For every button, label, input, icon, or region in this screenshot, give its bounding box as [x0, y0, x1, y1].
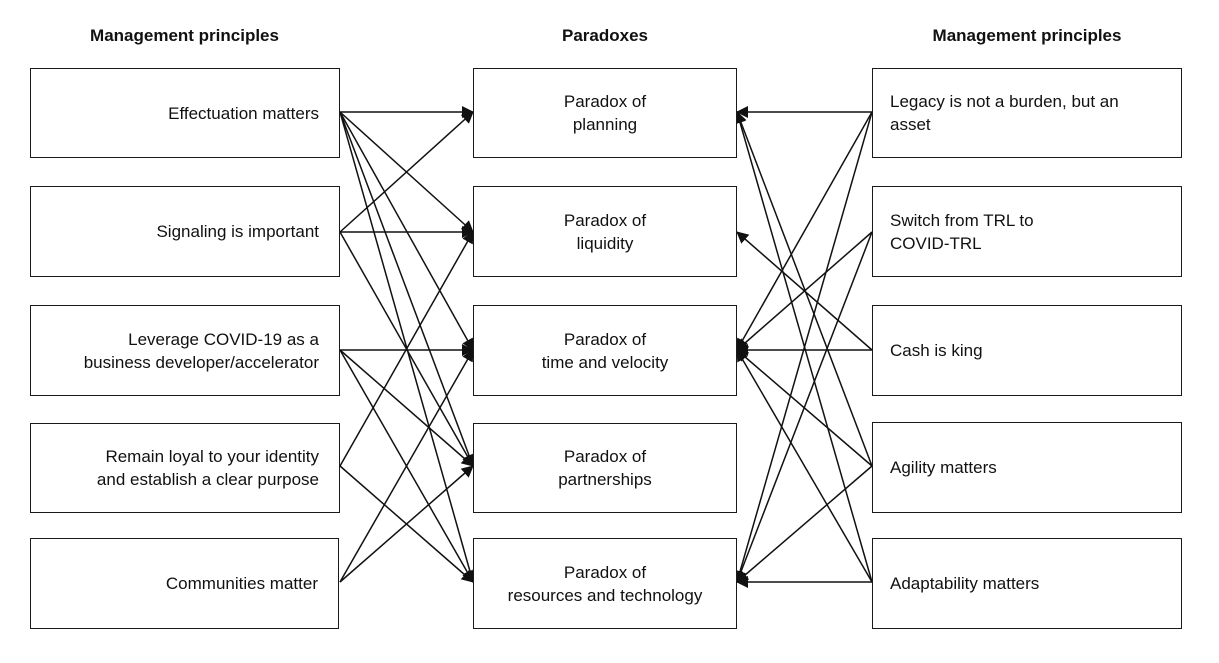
box-label: Remain loyal to your identity and establ…: [96, 447, 319, 489]
arrow-adaptability-to-planning: [734, 111, 873, 583]
arrow-communities-to-time: [339, 349, 474, 583]
box-label: Cash is king: [890, 341, 983, 360]
right-principle-adaptability: Adaptability matters: [872, 538, 1182, 629]
right-principle-legacy: Legacy is not a burden, but an asset: [872, 68, 1182, 158]
right-principle-switch: Switch from TRL to COVID-TRL: [872, 186, 1182, 277]
arrow-switch-to-resources: [735, 231, 873, 583]
paradox-resources: Paradox of resources and technology: [473, 538, 737, 629]
right-principle-cash: Cash is king: [872, 305, 1182, 396]
arrow-legacy-to-time: [736, 111, 873, 351]
right-principle-agility: Agility matters: [872, 422, 1182, 513]
arrow-loyal-to-liquidity: [339, 231, 474, 467]
box-label: Leverage COVID-19 as a business develope…: [83, 329, 319, 372]
left-column-header: Management principles: [90, 26, 279, 45]
box-label: Legacy is not a burden, but an asset: [890, 92, 1119, 134]
paradox-time: Paradox of time and velocity: [473, 305, 737, 396]
arrow-effectuation-to-resources: [339, 111, 476, 583]
paradox-partnerships: Paradox of partnerships: [473, 423, 737, 513]
middle-column-header: Paradoxes: [562, 26, 648, 45]
arrow-signaling-to-planning: [339, 111, 474, 233]
box-label: Paradox of planning: [563, 92, 647, 134]
left-principle-effectuation: Effectuation matters: [30, 68, 340, 158]
right-column-header: Management principles: [932, 26, 1122, 45]
box-label: Communities matter: [165, 574, 318, 593]
left-principle-loyal: Remain loyal to your identity and establ…: [30, 423, 340, 513]
paradox-liquidity: Paradox of liquidity: [473, 186, 737, 277]
left-principle-communities: Communities matter: [30, 538, 339, 629]
paradox-planning: Paradox of planning: [473, 68, 737, 158]
left-principle-signaling: Signaling is important: [30, 186, 340, 277]
box-label: Agility matters: [890, 458, 997, 477]
box-label: Switch from TRL to COVID-TRL: [890, 210, 1034, 253]
box-label: Adaptability matters: [890, 574, 1040, 593]
arrow-agility-to-time: [736, 349, 873, 467]
box-label: Paradox of resources and technology: [507, 562, 703, 605]
arrow-effectuation-to-time: [339, 111, 474, 351]
box-label: Paradox of liquidity: [563, 210, 647, 253]
arrow-agility-to-resources: [736, 465, 873, 583]
arrow-adaptability-to-time: [736, 349, 873, 583]
arrow-communities-to-partnerships: [339, 465, 474, 583]
left-principle-leverage: Leverage COVID-19 as a business develope…: [30, 305, 340, 396]
arrow-effectuation-to-partnerships: [339, 111, 475, 467]
arrow-leverage-to-partnerships: [339, 349, 474, 467]
arrow-agility-to-planning: [735, 111, 873, 467]
box-label: Paradox of partnerships: [558, 447, 652, 489]
box-label: Paradox of time and velocity: [541, 329, 669, 372]
box-label: Signaling is important: [156, 222, 319, 241]
box-label: Effectuation matters: [168, 103, 319, 123]
